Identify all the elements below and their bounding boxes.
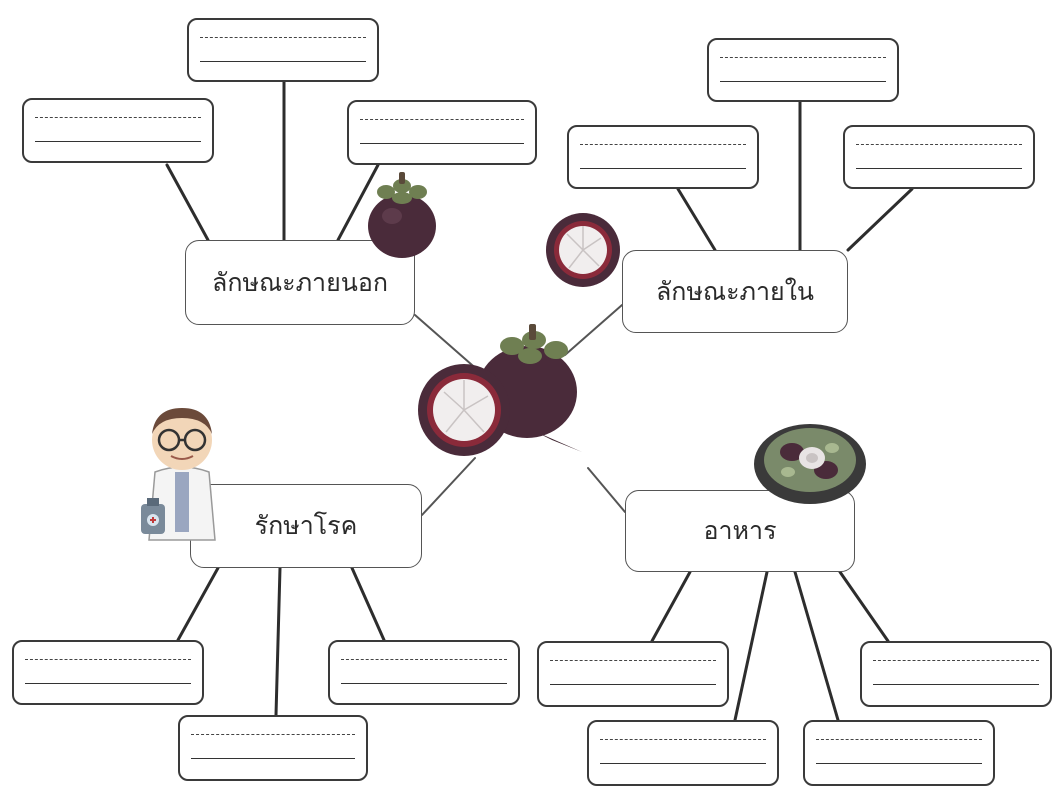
answer-box-food-4[interactable]: [860, 641, 1052, 707]
topic-medicine: รักษาโรค: [190, 484, 422, 568]
answer-box-food-2[interactable]: [587, 720, 779, 786]
answer-box-inner-1[interactable]: [567, 125, 759, 189]
answer-box-outer-3[interactable]: [347, 100, 537, 165]
answer-box-outer-2[interactable]: [187, 18, 379, 82]
answer-box-medicine-2[interactable]: [178, 715, 368, 781]
halved-mangosteen-icon: [546, 213, 620, 287]
answer-box-food-3[interactable]: [803, 720, 995, 786]
whole-mangosteen-icon: [368, 172, 436, 258]
doctor-icon: [141, 408, 216, 541]
topic-outer-characteristics: ลักษณะภายนอก: [185, 240, 415, 325]
answer-box-medicine-3[interactable]: [328, 640, 520, 705]
answer-box-food-1[interactable]: [537, 641, 729, 707]
topic-inner-characteristics: ลักษณะภายใน: [622, 250, 848, 333]
answer-box-inner-3[interactable]: [843, 125, 1035, 189]
answer-box-outer-1[interactable]: [22, 98, 214, 163]
answer-box-inner-2[interactable]: [707, 38, 899, 102]
answer-box-medicine-1[interactable]: [12, 640, 204, 705]
mangosteen-salad-bowl-icon: [754, 424, 866, 504]
mangosteen-cluster-icon: [418, 324, 582, 456]
